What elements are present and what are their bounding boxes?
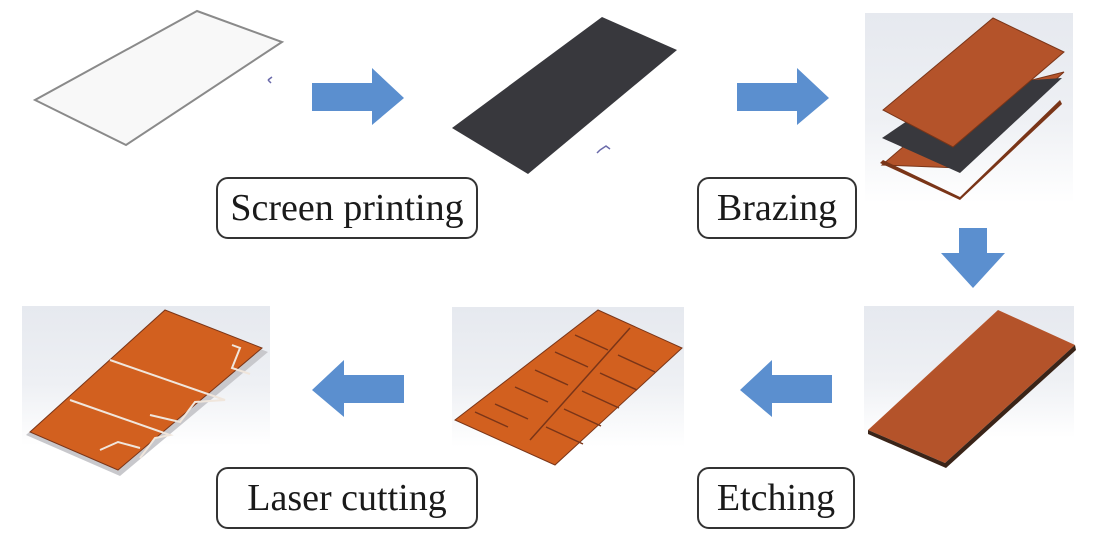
arrow-left-icon (312, 360, 404, 417)
arrow-right-icon (737, 68, 829, 125)
label-brazing: Brazing (697, 177, 857, 239)
etched-copper-array (454, 309, 683, 466)
bonded-copper-plate (868, 310, 1076, 468)
laser-cut-unit (26, 309, 268, 476)
label-etching: Etching (697, 467, 855, 529)
brazing-stack (880, 17, 1065, 200)
arrow-left-icon (740, 360, 832, 417)
arrow-right-icon (312, 68, 404, 125)
label-screen-printing: Screen printing (216, 177, 478, 239)
label-laser-cutting: Laser cutting (216, 467, 478, 529)
arrow-down-icon (941, 228, 1005, 288)
ceramic-substrate-plate (32, 9, 285, 147)
screen-printed-plate (452, 17, 677, 174)
